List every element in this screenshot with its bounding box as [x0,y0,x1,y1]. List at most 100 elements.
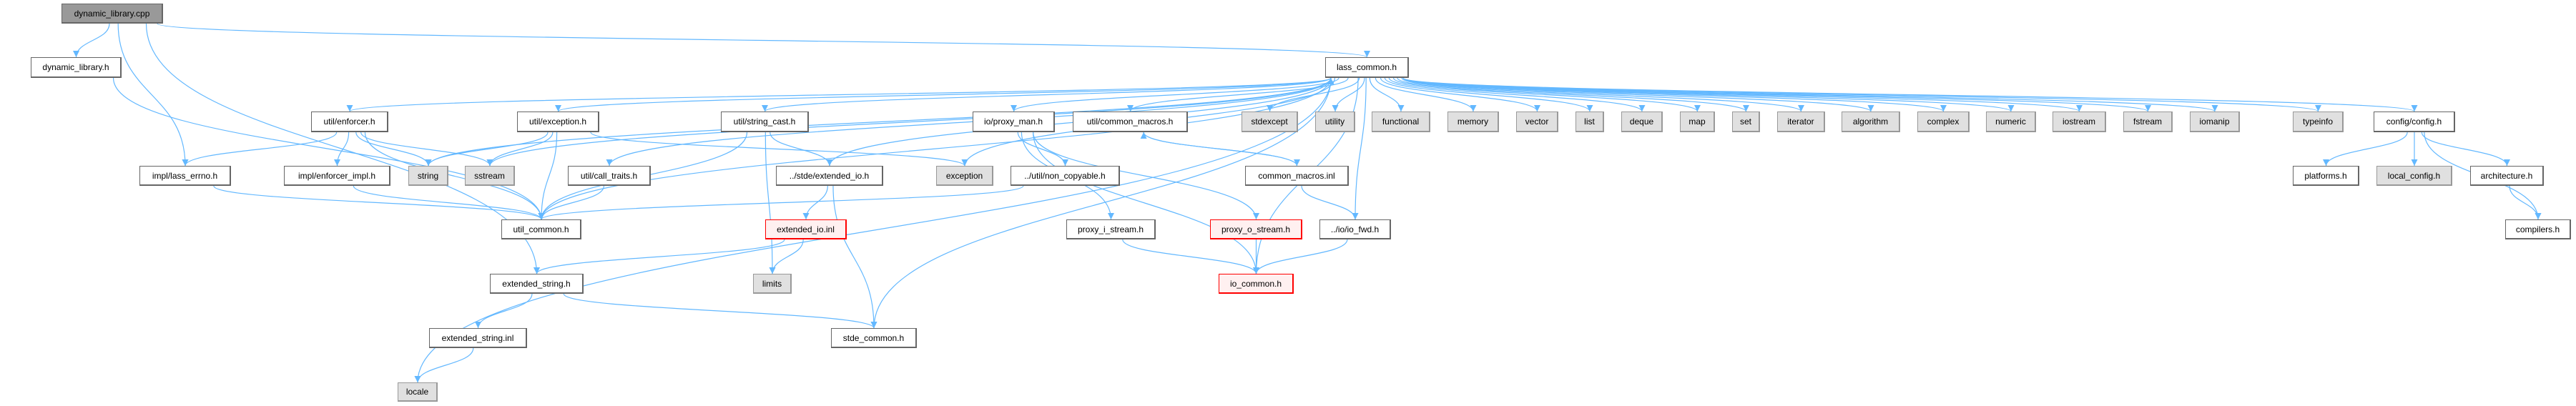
dependency-edge [334,132,350,167]
graph-node[interactable]: lass_common.h [1325,57,1409,78]
dependency-edge [555,77,1332,112]
graph-node[interactable]: local_config.h [2376,166,2452,186]
graph-node-label: exception [945,170,983,181]
dependency-edge [762,77,1332,112]
graph-node-label: architecture.h [2480,170,2533,181]
graph-node[interactable]: util_common.h [501,219,581,239]
dependency-edge [563,293,877,329]
graph-node-label: impl/lass_errno.h [152,170,218,181]
graph-node[interactable]: sstream [465,166,515,186]
graph-node[interactable]: config/config.h [2374,112,2455,132]
graph-node-label: local_config.h [2387,170,2441,181]
graph-node-label: ../util/non_copyable.h [1024,170,1106,181]
dependency-edge [538,132,558,220]
dependency-edge [486,132,554,167]
dependency-edge [364,132,545,220]
dependency-edge [355,132,432,167]
dependency-edge [1127,77,1349,112]
graph-node[interactable]: extended_string.inl [429,328,527,348]
graph-node[interactable]: memory [1447,112,1499,132]
graph-node[interactable]: set [1732,112,1760,132]
graph-node[interactable]: extended_io.inl [765,219,847,239]
graph-node-label: util/enforcer.h [323,117,375,127]
graph-node[interactable]: locale [398,382,438,402]
dependency-edge [1392,77,1701,112]
dependency-edge [157,23,1370,58]
graph-node[interactable]: ../stde/extended_io.h [776,166,883,186]
graph-node[interactable]: utility [1315,112,1355,132]
dependency-edge [73,23,110,58]
graph-node-label: iomanip [2199,117,2230,127]
graph-node[interactable]: list [1575,112,1604,132]
graph-node[interactable]: proxy_o_stream.h [1210,219,1302,239]
graph-node[interactable]: impl/lass_errno.h [139,166,231,186]
graph-node-label: proxy_o_stream.h [1221,224,1291,234]
graph-node-label: functional [1382,117,1420,127]
dependency-edge [2421,132,2510,167]
graph-node-label: config/config.h [2386,117,2442,127]
dependency-edge [1253,239,1348,274]
dependency-edge [1401,77,1804,112]
graph-node[interactable]: limits [753,274,792,294]
graph-node[interactable]: ../io/io_fwd.h [1319,219,1391,239]
dependency-edge [1017,132,1068,167]
graph-node-label: dynamic_library.h [42,62,109,72]
graph-node[interactable]: exception [936,166,993,186]
graph-node[interactable]: complex [1917,112,1970,132]
dependency-edge [1301,185,1359,220]
dependency-edge [182,132,338,167]
dependency-edge [1388,77,1646,112]
graph-node[interactable]: common_macros.inl [1245,166,1349,186]
graph-node[interactable]: io_common.h [1219,274,1294,294]
graph-node-label: locale [405,387,429,397]
graph-node[interactable]: proxy_i_stream.h [1066,219,1156,239]
graph-node[interactable]: io/proxy_man.h [973,112,1055,132]
graph-node[interactable]: iostream [2053,112,2106,132]
graph-node[interactable]: iomanip [2190,112,2240,132]
graph-node[interactable]: stde_common.h [831,328,917,348]
dependency-edge [2323,132,2408,167]
dependency-edge [347,77,1332,112]
graph-node[interactable]: vector [1516,112,1558,132]
graph-node-label: dynamic_library.cpp [74,8,150,19]
graph-node[interactable]: numeric [1986,112,2036,132]
dependency-edge [112,77,545,220]
graph-node[interactable]: extended_string.h [490,274,584,294]
graph-node[interactable]: util/string_cast.h [721,112,809,132]
graph-node[interactable]: functional [1372,112,1430,132]
graph-node-label: util/call_traits.h [580,170,638,181]
graph-node-label: algorithm [1852,117,1889,127]
dependency-edge [1011,77,1339,112]
graph-node[interactable]: deque [1621,112,1663,132]
graph-node[interactable]: util/common_macros.h [1073,112,1188,132]
graph-node[interactable]: util/enforcer.h [311,112,388,132]
graph-node[interactable]: util/exception.h [517,112,599,132]
graph-node-label: extended_string.inl [441,332,514,343]
dependency-edge [2509,185,2542,220]
graph-node[interactable]: platforms.h [2293,166,2359,186]
graph-node[interactable]: dynamic_library.cpp [62,4,163,24]
graph-node-label: utility [1324,117,1345,127]
graph-node[interactable]: stdexcept [1242,112,1298,132]
graph-node[interactable]: compilers.h [2505,219,2571,239]
graph-node[interactable]: algorithm [1842,112,1900,132]
graph-node[interactable]: fstream [2123,112,2173,132]
graph-node-label: impl/enforcer_impl.h [298,170,376,181]
graph-node[interactable]: ../util/non_copyable.h [1011,166,1120,186]
graph-node[interactable]: impl/enforcer_impl.h [284,166,390,186]
dependency-edge [802,185,828,220]
graph-node[interactable]: string [408,166,448,186]
dependency-edge [770,132,833,167]
graph-node[interactable]: util/call_traits.h [568,166,651,186]
dependency-edge [534,239,785,274]
dependency-edge [1140,132,1298,167]
graph-node-label: vector [1525,117,1549,127]
graph-node[interactable]: map [1680,112,1715,132]
graph-node-label: ../io/io_fwd.h [1330,224,1380,234]
graph-node[interactable]: dynamic_library.h [31,57,122,78]
graph-node-label: set [1739,117,1751,127]
graph-node[interactable]: typeinfo [2293,112,2344,132]
graph-node[interactable]: iterator [1777,112,1825,132]
graph-node[interactable]: architecture.h [2470,166,2544,186]
graph-node-label: common_macros.inl [1258,170,1335,181]
